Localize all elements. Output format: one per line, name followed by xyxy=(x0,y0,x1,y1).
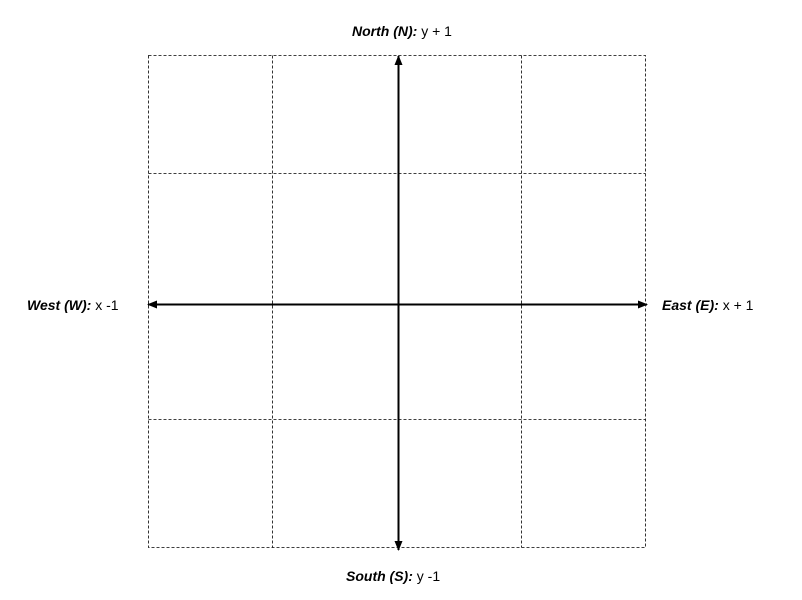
west-name: West (W): xyxy=(27,297,92,313)
grid-border xyxy=(148,55,646,548)
north-name: North (N): xyxy=(352,23,418,39)
west-label: West (W): x -1 xyxy=(27,296,119,314)
north-label: North (N): y + 1 xyxy=(352,22,452,40)
south-name: South (S): xyxy=(346,568,413,584)
dashed-grid xyxy=(148,55,646,548)
south-formula: y -1 xyxy=(416,568,441,584)
west-formula: x -1 xyxy=(95,297,119,313)
south-label: South (S): y -1 xyxy=(346,567,440,585)
east-formula: x + 1 xyxy=(722,297,754,313)
east-label: East (E): x + 1 xyxy=(662,296,753,314)
north-formula: y + 1 xyxy=(421,23,452,39)
east-name: East (E): xyxy=(662,297,719,313)
